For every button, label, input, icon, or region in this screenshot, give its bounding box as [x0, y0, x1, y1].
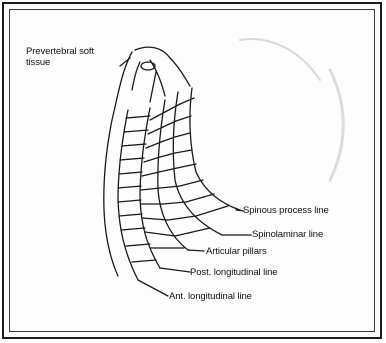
label-ant-longitudinal-line: Ant. longitudinal line — [169, 291, 252, 302]
leader-ant-longitudinal — [138, 280, 168, 296]
skull-base-curve — [135, 47, 170, 58]
background-texture — [330, 70, 343, 180]
occiput-edge — [170, 58, 190, 86]
spinolaminar-line — [173, 92, 222, 235]
leader-prevertebral — [120, 58, 130, 66]
atlas-anterior-arch — [141, 62, 155, 70]
leader-articular-pillars — [188, 250, 204, 251]
pedicle-connectors — [141, 112, 184, 248]
label-articular-pillars: Articular pillars — [206, 246, 267, 257]
label-post-longitudinal-line: Post. longitudinal line — [190, 267, 277, 278]
spinous-process-line — [190, 88, 240, 210]
anterior-longitudinal-line — [118, 110, 138, 280]
label-spinous-process-line: Spinous process line — [243, 205, 329, 216]
label-prevertebral-soft-line1: Prevertebral soft — [26, 46, 94, 57]
leader-post-longitudinal — [160, 268, 190, 272]
lamina-connectors — [159, 104, 210, 236]
prevertebral-soft-tissue-outline — [104, 52, 132, 276]
label-prevertebral-soft-line2: tissue — [26, 57, 50, 68]
background-texture — [240, 39, 320, 80]
dens-outline — [132, 62, 156, 102]
spinous-process-connectors — [175, 98, 228, 216]
label-spinolaminar-line: Spinolaminar line — [252, 229, 323, 240]
